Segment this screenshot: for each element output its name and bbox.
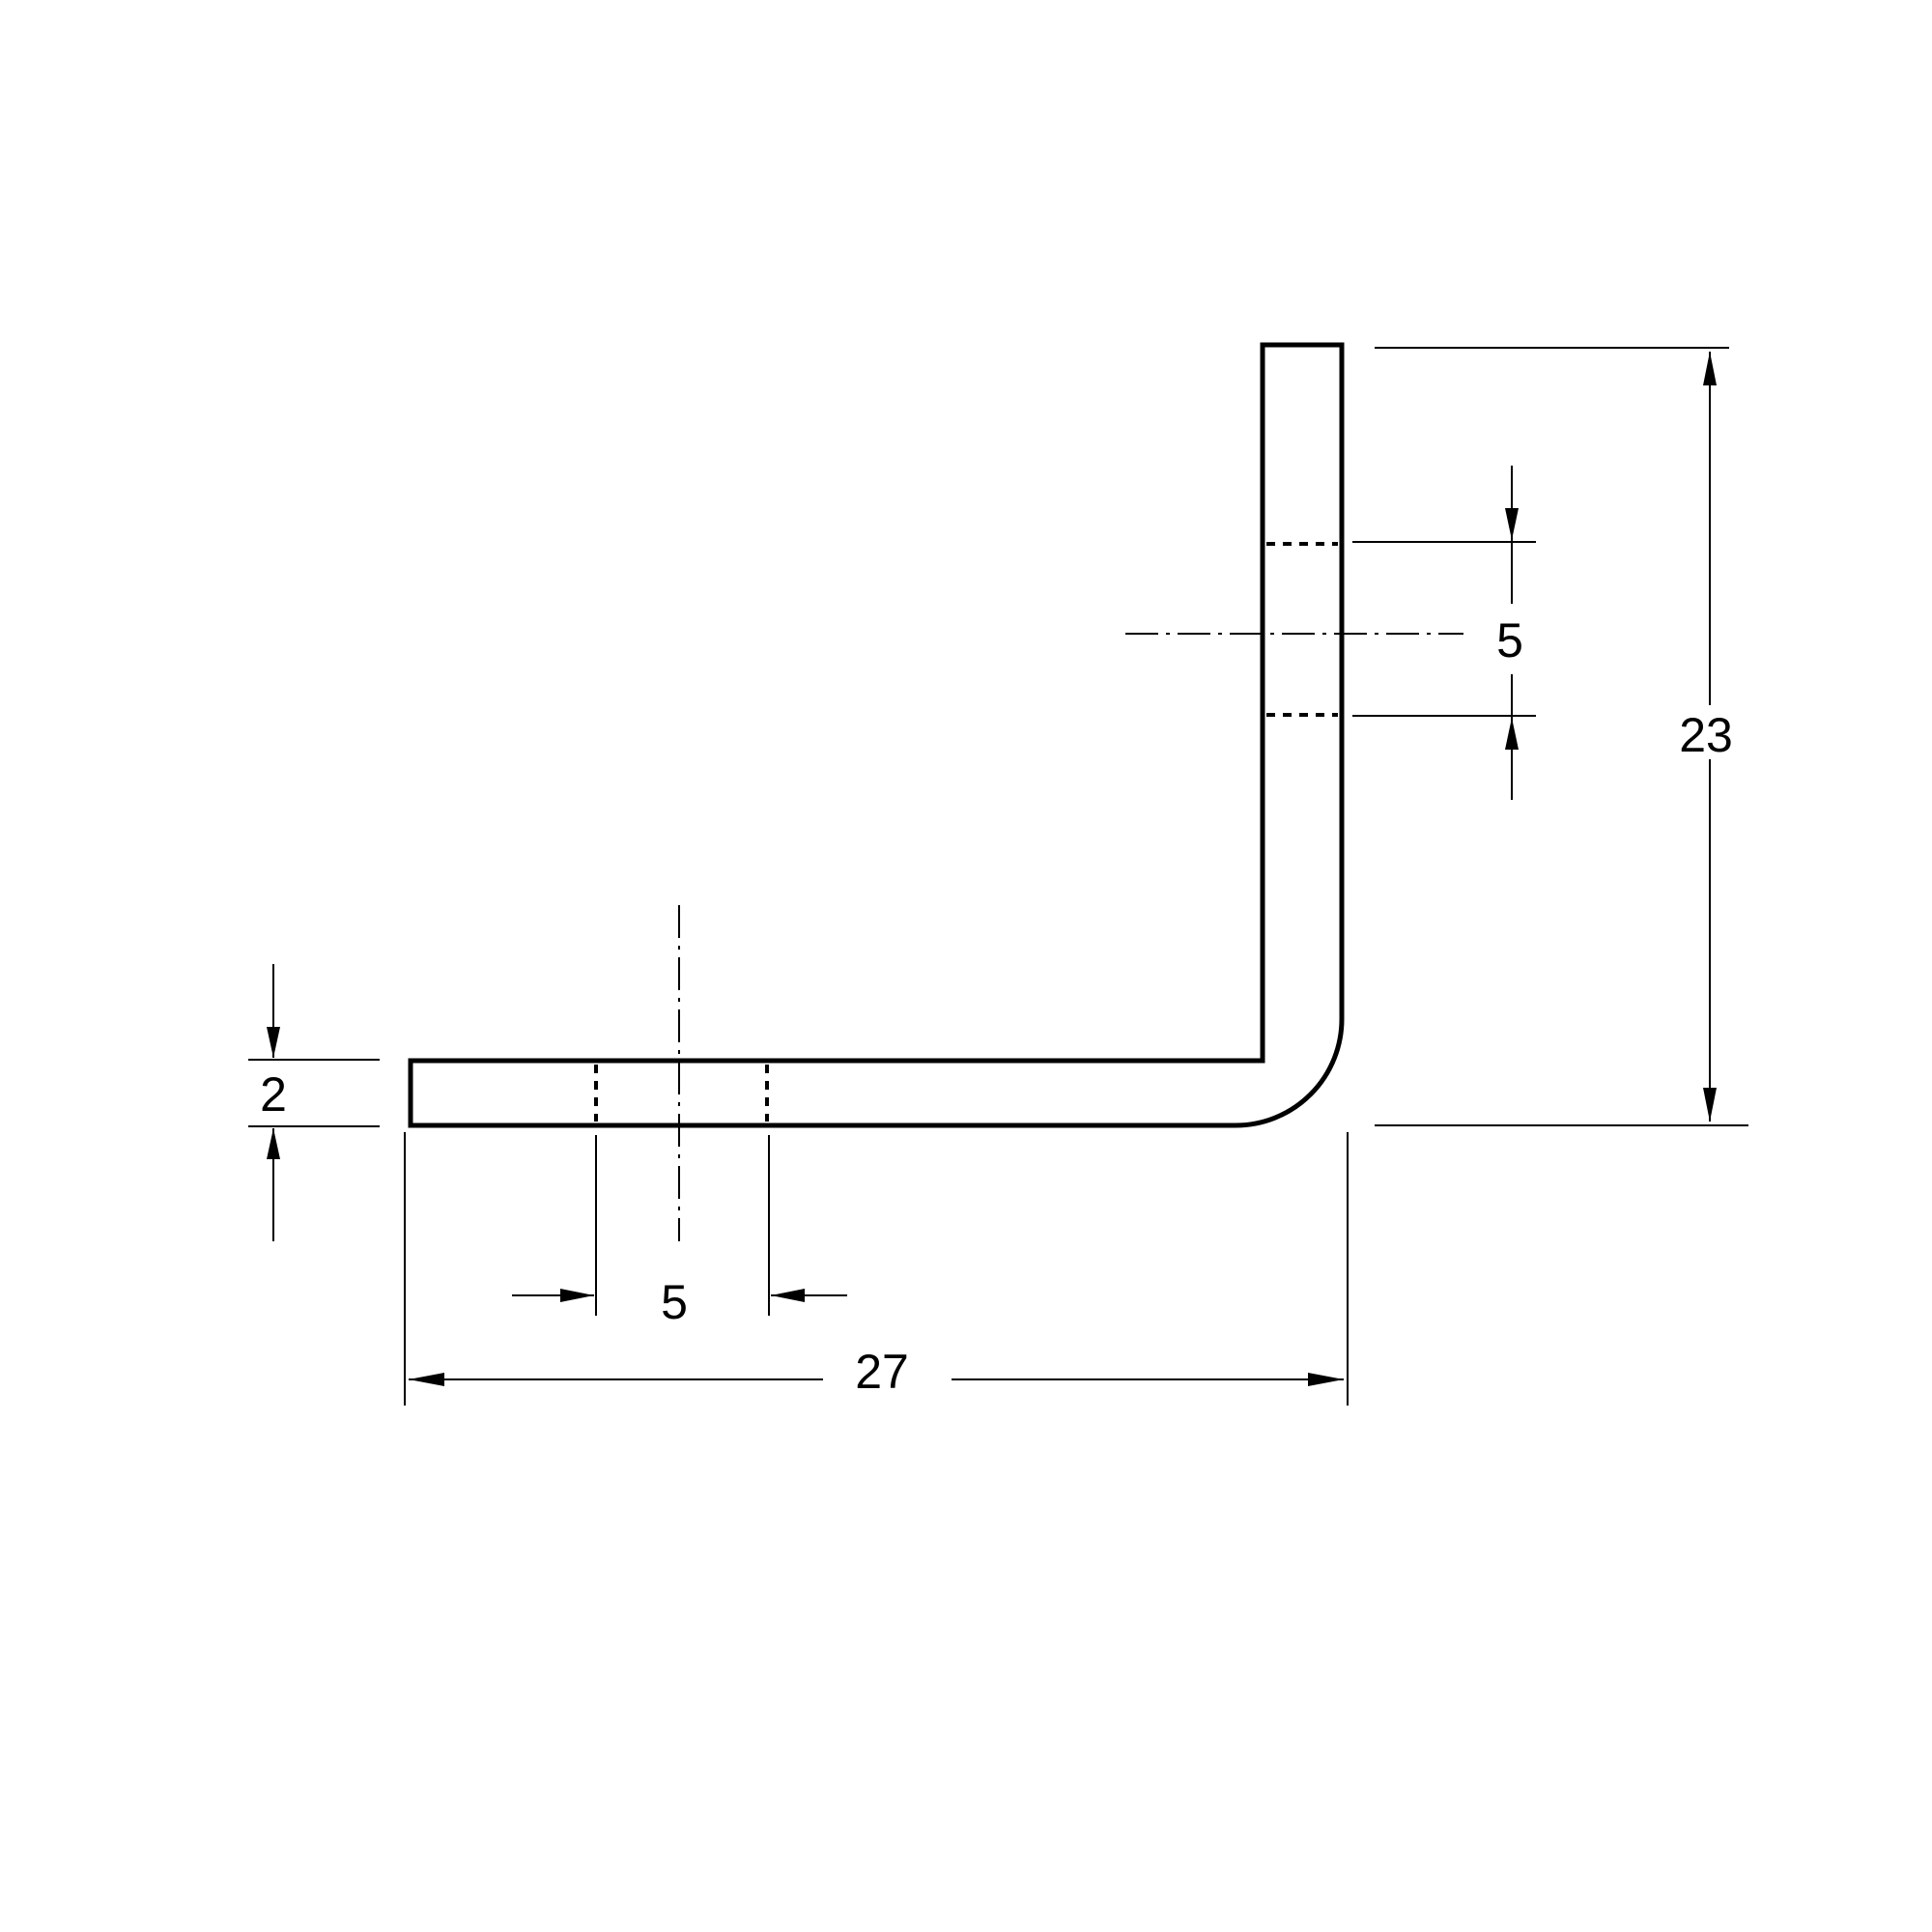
dimension-label-overall-width: 27 xyxy=(855,1345,909,1399)
dimension-overall-height: 23 xyxy=(1375,347,1748,1126)
dimension-thickness: 2 xyxy=(248,964,380,1241)
dimension-label-vertical-hole: 5 xyxy=(1496,613,1523,668)
dimension-vertical-hole: 5 xyxy=(1352,466,1536,800)
dimension-label-overall-height: 23 xyxy=(1679,708,1733,762)
dimension-overall-width: 27 xyxy=(404,1132,1349,1406)
dimension-label-horizontal-hole: 5 xyxy=(661,1275,688,1329)
dimension-label-thickness: 2 xyxy=(260,1067,287,1122)
dimension-horizontal-hole: 5 xyxy=(512,1135,847,1329)
bracket-outline xyxy=(408,342,1345,1128)
